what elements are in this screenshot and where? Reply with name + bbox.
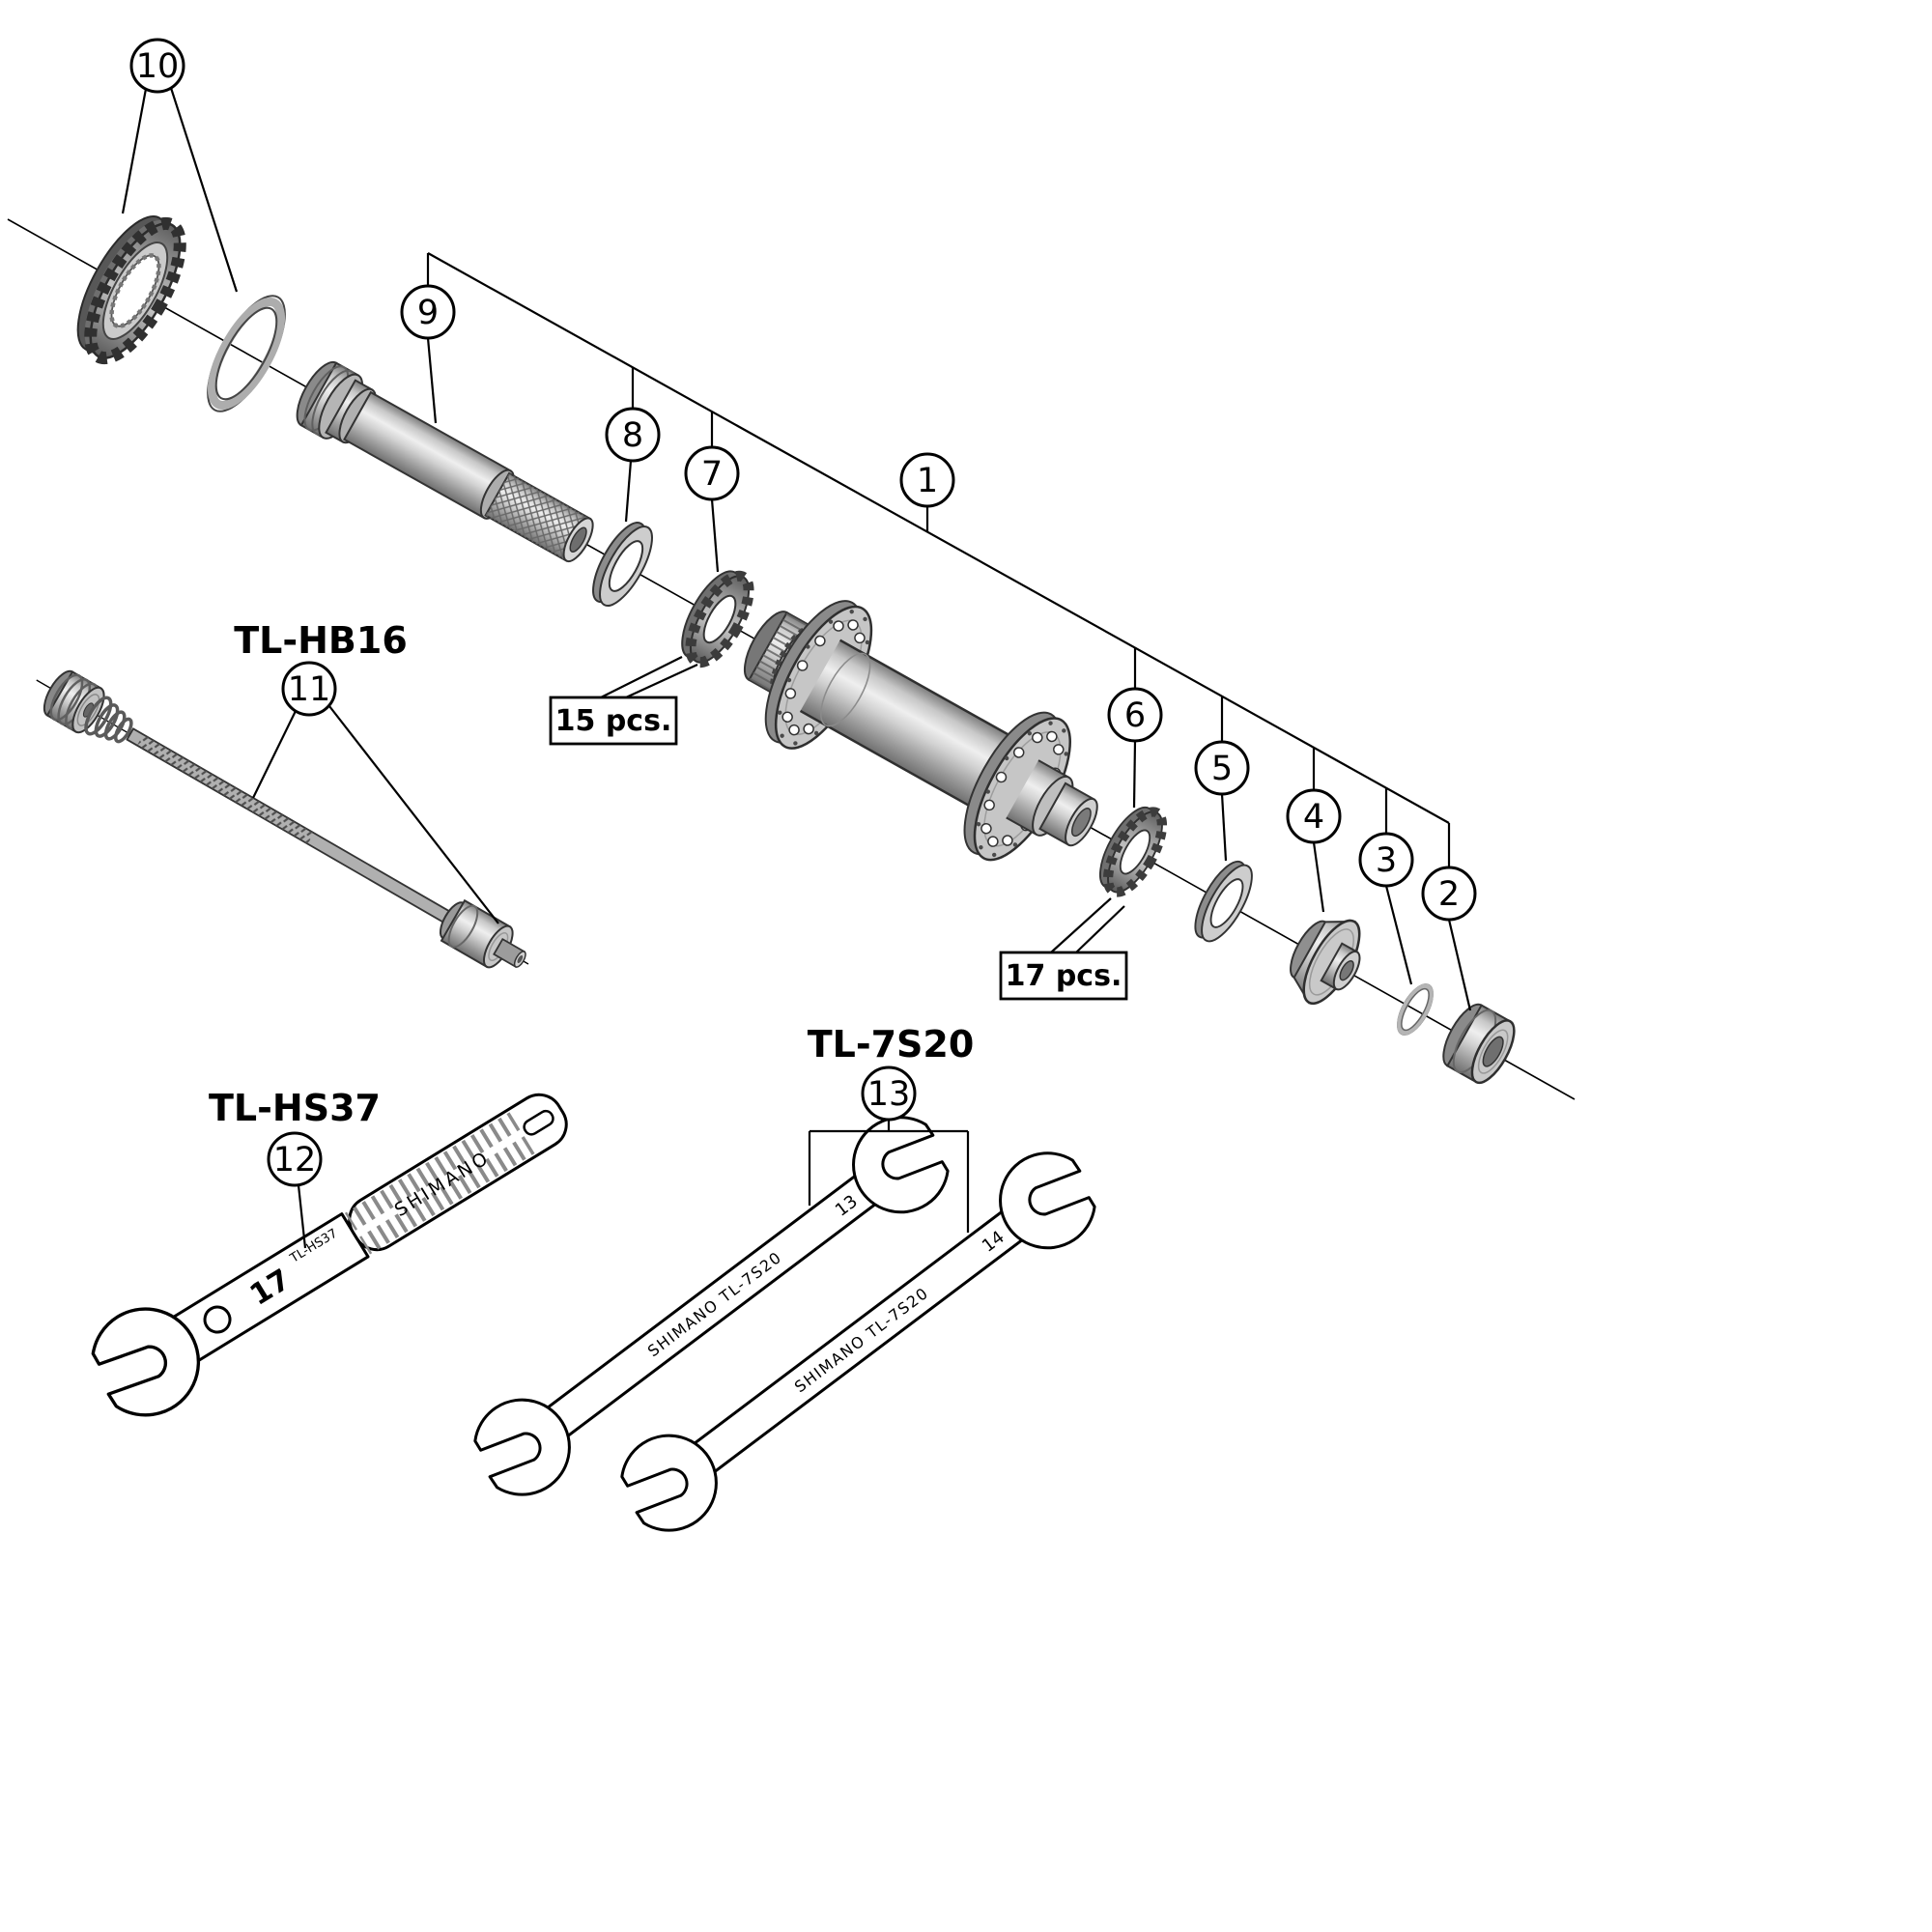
- callout-12-number: 12: [273, 1141, 317, 1179]
- callout-3-number: 3: [1376, 841, 1397, 880]
- quantity-box-17pcs: 17 pcs.: [999, 951, 1128, 1001]
- callout-1-number: 1: [917, 462, 938, 500]
- callout-2-number: 2: [1438, 875, 1460, 914]
- part-o-ring: [1397, 983, 1434, 1036]
- callout-4: 4: [1286, 788, 1342, 844]
- callout-7: 7: [684, 445, 740, 501]
- callout-11: 11: [281, 661, 337, 717]
- part-axle: [296, 360, 594, 563]
- callout-6: 6: [1107, 687, 1163, 743]
- callout-4-number: 4: [1303, 798, 1324, 837]
- part-locknut: [1442, 1003, 1516, 1085]
- part-seal-washer: [582, 514, 664, 614]
- quantity-box-15pcs: 15 pcs.: [549, 696, 678, 746]
- quantity-17pcs-text: 17 pcs.: [1006, 959, 1122, 993]
- callout-6-number: 6: [1124, 696, 1146, 735]
- callout-leader-lines: [121, 87, 1472, 1249]
- part-hub-shell: [743, 585, 1098, 875]
- callout-3: 3: [1358, 832, 1414, 888]
- callout-11-number: 11: [288, 670, 331, 709]
- callouts: 10 9 8 7 1 6 5 4: [129, 38, 1477, 1187]
- label-tl-hs37: TL-HS37: [209, 1087, 381, 1129]
- callout-8-number: 8: [622, 416, 643, 455]
- callout-5-number: 5: [1211, 750, 1233, 788]
- callout-8: 8: [605, 407, 661, 463]
- wrench-7s20b-brand-mark: SHIMANO TL-7S20: [791, 1284, 932, 1397]
- part-washer: [1184, 853, 1263, 950]
- callout-9-number: 9: [417, 294, 439, 332]
- callout-10: 10: [129, 38, 185, 94]
- callout-13-number: 13: [867, 1075, 911, 1114]
- callout-9: 9: [400, 284, 456, 340]
- callout-2: 2: [1421, 866, 1477, 922]
- label-tl-hb16: TL-HB16: [234, 619, 408, 662]
- part-dust-cap: [1290, 919, 1361, 1006]
- part-ball-retainer-17: [1090, 800, 1173, 900]
- label-tl-7s20: TL-7S20: [808, 1023, 975, 1065]
- callout-12: 12: [267, 1131, 323, 1187]
- callout-1: 1: [899, 452, 955, 508]
- callout-5: 5: [1194, 740, 1250, 796]
- callout-13: 13: [861, 1065, 917, 1122]
- part-lock-ring: [76, 215, 186, 365]
- callout-10-number: 10: [136, 47, 180, 86]
- part-quick-release-skewer: [36, 669, 529, 969]
- wrench-7s20a-brand-mark: SHIMANO TL-7S20: [644, 1248, 785, 1361]
- callout-7-number: 7: [701, 455, 723, 494]
- quantity-15pcs-text: 15 pcs.: [555, 704, 672, 738]
- part-lock-ring-washer: [207, 295, 286, 412]
